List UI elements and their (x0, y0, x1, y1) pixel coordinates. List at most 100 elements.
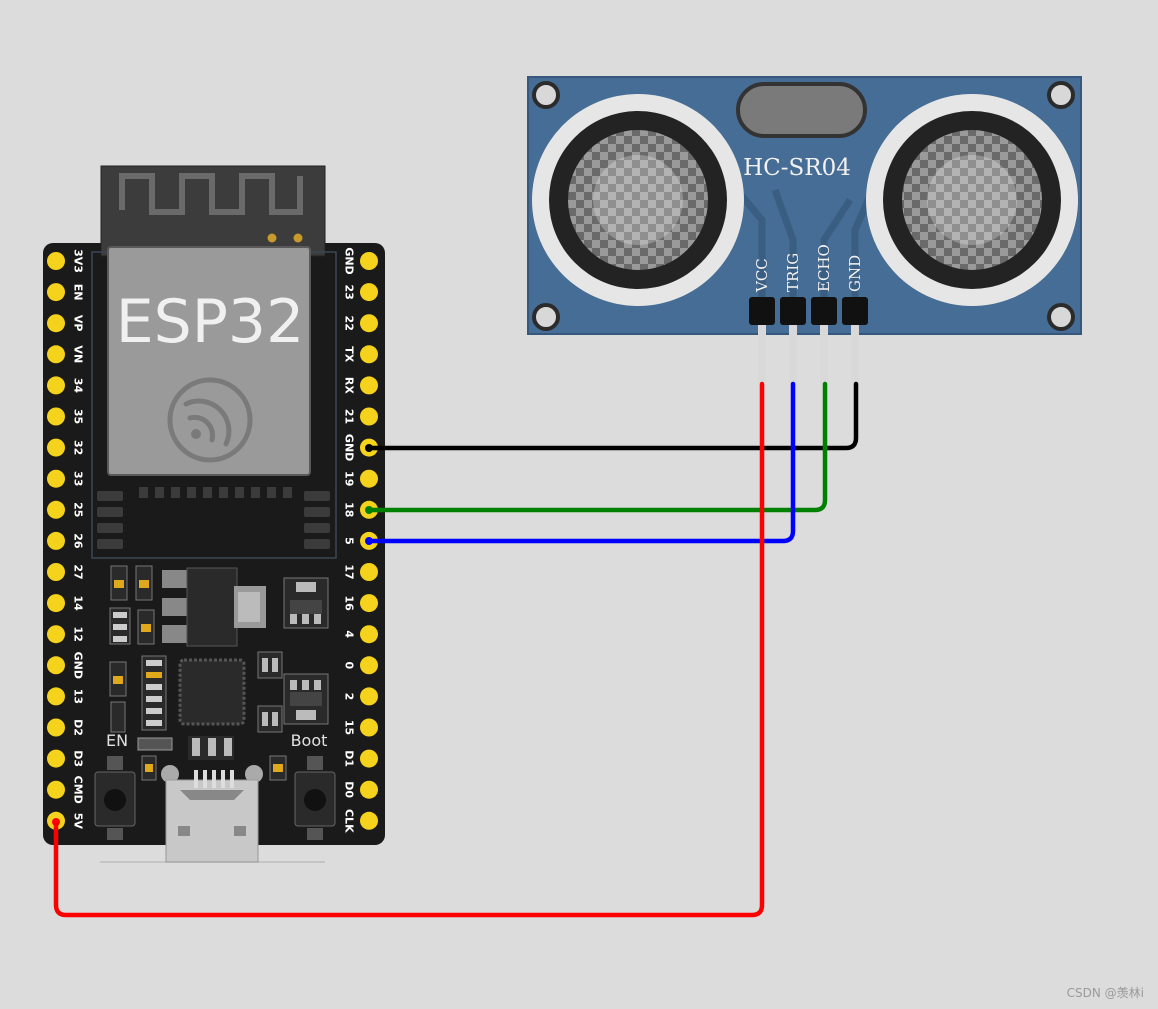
pin-left-26[interactable] (47, 531, 65, 550)
pin-label: 32 (72, 440, 85, 455)
pin-label: 14 (72, 595, 85, 611)
pin-right-clk[interactable] (360, 811, 378, 830)
pin-label: 34 (72, 378, 85, 394)
pin-left-d3[interactable] (47, 749, 65, 768)
micro-usb-connector (161, 765, 263, 863)
sensor-pin-gnd-socket (842, 297, 868, 325)
wire-vcc[interactable] (53, 381, 765, 918)
pin-left-35[interactable] (47, 407, 65, 426)
pin-label: 21 (343, 409, 356, 424)
wire-gnd[interactable] (366, 381, 859, 451)
pin-right-22[interactable] (360, 314, 378, 333)
pin-left-33[interactable] (47, 469, 65, 488)
pin-right-17[interactable] (360, 563, 378, 581)
pin-label: GND (343, 434, 356, 461)
pin-label: 0 (343, 661, 356, 669)
pin-label: 27 (72, 564, 85, 579)
transistor-upper (283, 577, 329, 629)
pin-left-en[interactable] (47, 283, 65, 302)
pin-right-d1[interactable] (360, 749, 378, 768)
pin-right-tx[interactable] (360, 345, 378, 364)
pin-label: 12 (72, 627, 85, 642)
module-castellations (97, 487, 330, 549)
pin-label: 16 (343, 595, 356, 611)
boot-button-label: Boot (291, 731, 328, 750)
mounting-hole (532, 81, 560, 109)
sensor-pin-label: TRIG (784, 253, 802, 292)
en-button-label: EN (106, 731, 128, 750)
mounting-hole (1047, 81, 1075, 109)
esp32-shield: ESP32 (107, 246, 311, 476)
pin-right-23[interactable] (360, 283, 378, 302)
pin-right-19[interactable] (360, 469, 378, 488)
pin-right-0[interactable] (360, 656, 378, 675)
pin-label: 35 (72, 409, 85, 424)
pin-right-4[interactable] (360, 625, 378, 644)
pin-label: CLK (343, 809, 356, 833)
left-pin-header: 3V3ENVPVN343532332526271412GND13D2D3CMD5… (47, 249, 85, 830)
pin-left-3v3[interactable] (47, 252, 65, 270)
transmitter-transducer (532, 94, 744, 306)
en-button[interactable] (94, 756, 136, 840)
sensor-pin-vcc[interactable] (758, 325, 766, 383)
pin-left-d2[interactable] (47, 718, 65, 737)
receiver-transducer (866, 94, 1078, 306)
pin-label: D1 (343, 750, 356, 767)
esp32-board: ESP32 (43, 165, 385, 863)
pin-left-32[interactable] (47, 438, 65, 457)
pin-label: D0 (343, 781, 356, 798)
watermark: CSDN @羡林i (1066, 986, 1144, 1000)
pin-label: VN (72, 345, 85, 363)
wire-joints (52, 444, 373, 826)
pin-label: 17 (343, 564, 356, 579)
pin-label: 5V (72, 813, 85, 830)
sensor-pin-gnd[interactable] (851, 325, 859, 383)
pin-left-vn[interactable] (47, 345, 65, 364)
voltage-regulator (162, 567, 266, 647)
smd-components (109, 565, 287, 781)
transistor-lower (283, 673, 329, 725)
pin-left-27[interactable] (47, 563, 65, 581)
pin-label: 3V3 (72, 249, 85, 273)
pin-label: 18 (343, 502, 356, 517)
pin-left-cmd[interactable] (47, 780, 65, 799)
wifi-antenna (100, 165, 326, 257)
pin-left-13[interactable] (47, 687, 65, 706)
pin-left-14[interactable] (47, 594, 65, 613)
pin-left-25[interactable] (47, 500, 65, 519)
wire-echo[interactable] (366, 381, 828, 513)
pin-right-gnd[interactable] (360, 252, 378, 270)
sensor-pin-vcc-socket (749, 297, 775, 325)
sensor-pin-label: GND (846, 255, 864, 292)
pin-right-2[interactable] (360, 687, 378, 706)
pin-right-21[interactable] (360, 407, 378, 426)
sensor-pin-echo[interactable] (820, 325, 828, 383)
pin-right-rx[interactable] (360, 376, 378, 395)
pin-label: 2 (343, 693, 356, 701)
pin-label: GND (343, 247, 356, 274)
pin-label: 15 (343, 720, 356, 735)
pin-left-vp[interactable] (47, 314, 65, 333)
pin-right-d0[interactable] (360, 780, 378, 799)
pin-left-34[interactable] (47, 376, 65, 395)
sensor-pin-echo-socket (811, 297, 837, 325)
pin-label: 26 (72, 533, 85, 549)
pin-right-16[interactable] (360, 594, 378, 613)
sensor-pin-trig[interactable] (789, 325, 797, 383)
pin-label: 5 (343, 537, 356, 545)
wire-trig[interactable] (366, 381, 796, 544)
pin-label: RX (343, 377, 356, 394)
pin-right-15[interactable] (360, 718, 378, 737)
mounting-hole (532, 303, 560, 331)
sensor-pin-label: VCC (753, 258, 771, 293)
pin-label: CMD (72, 776, 85, 804)
usb-uart-chip (178, 658, 246, 726)
pin-left-gnd[interactable] (47, 656, 65, 675)
pin-left-12[interactable] (47, 625, 65, 644)
boot-button[interactable] (294, 756, 336, 840)
mounting-hole (1047, 303, 1075, 331)
pin-label: 19 (343, 471, 356, 486)
